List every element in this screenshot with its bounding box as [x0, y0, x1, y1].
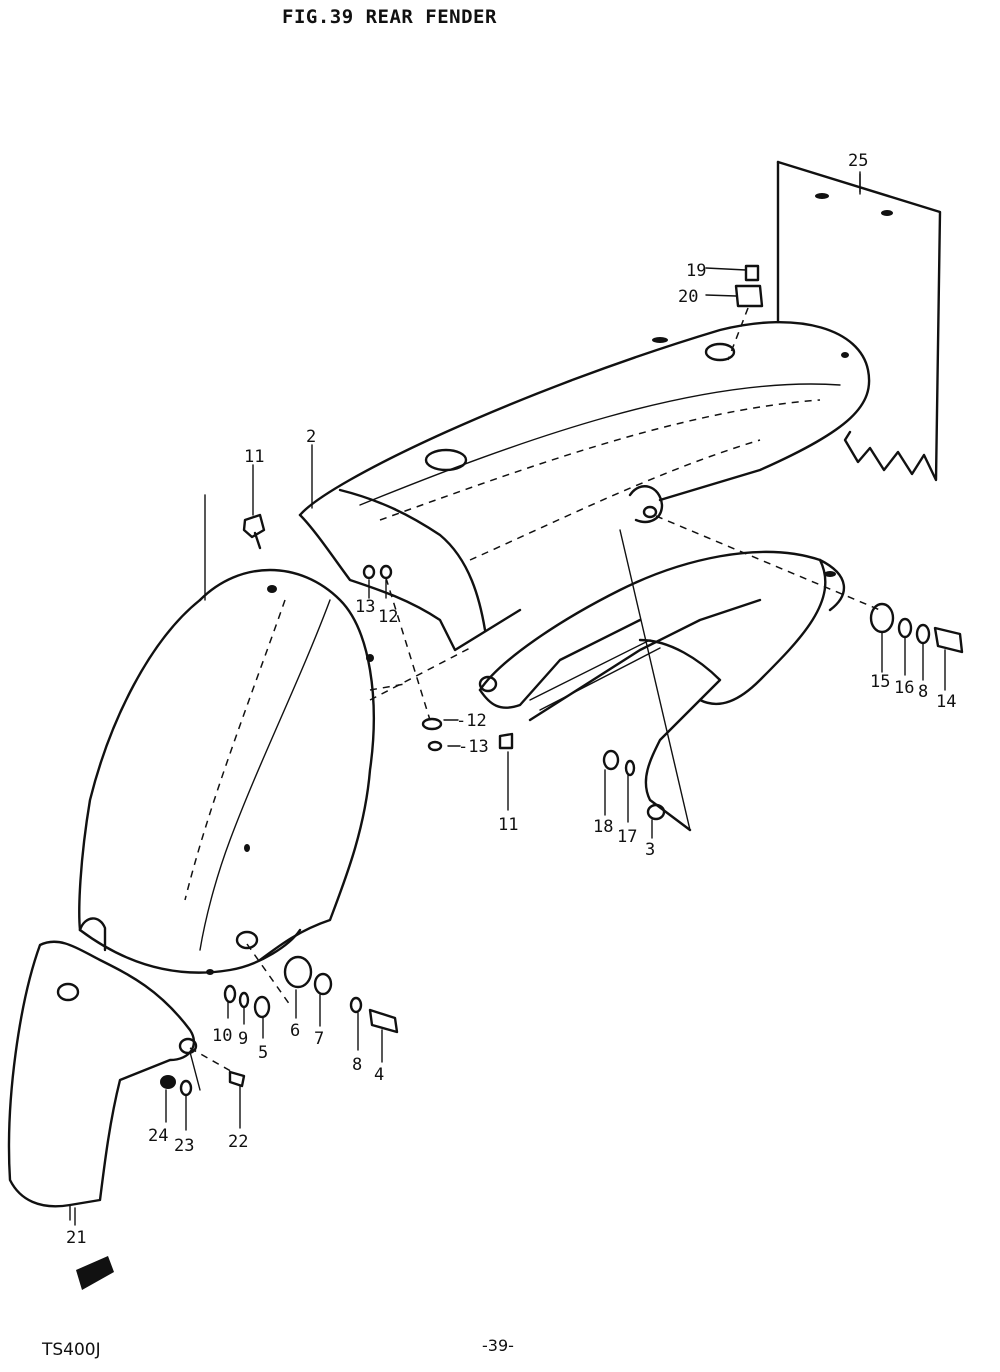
- callout-5: 5: [258, 1043, 268, 1063]
- page-number: -39-: [482, 1336, 514, 1355]
- callout-22: 22: [228, 1132, 248, 1152]
- callout-21: 21: [66, 1228, 86, 1248]
- callout-12-top: 12: [378, 607, 398, 627]
- callout-4: 4: [374, 1065, 384, 1085]
- callout-19: 19: [686, 261, 706, 281]
- callout-14: 14: [936, 692, 956, 712]
- callout-20: 20: [678, 287, 698, 307]
- callout-labels: 25 19 20 2 11 13 12 -12 -13 11 15 16 8 1…: [66, 151, 956, 1248]
- figure-title: FIG.39 REAR FENDER: [282, 6, 497, 28]
- mud-flap-plate: [776, 160, 942, 482]
- lower-flap: [7, 940, 198, 1221]
- callout-3: 3: [645, 840, 655, 860]
- callout-16: 16: [894, 678, 914, 698]
- callout-25: 25: [848, 151, 868, 171]
- hardware-parts: [76, 264, 964, 1290]
- callout-18: 18: [593, 817, 613, 837]
- callout-9: 9: [238, 1029, 248, 1049]
- callout-11-top: 11: [244, 447, 264, 467]
- leader-lines: [74, 171, 946, 1226]
- callout-13-lower: -13: [458, 737, 489, 757]
- callout-12-lower: -12: [456, 711, 487, 731]
- callout-8-right: 8: [918, 682, 928, 702]
- main-fender: [78, 494, 375, 975]
- callout-24: 24: [148, 1126, 168, 1146]
- callout-23: 23: [174, 1136, 194, 1156]
- callout-8-lower: 8: [352, 1055, 362, 1075]
- callout-17: 17: [617, 827, 637, 847]
- model-code: TS400J: [42, 1340, 101, 1360]
- callout-11-lower: 11: [498, 815, 518, 835]
- callout-2: 2: [306, 427, 316, 447]
- rear-fender-bracket: [478, 550, 846, 832]
- callout-15: 15: [870, 672, 890, 692]
- callout-6: 6: [290, 1021, 300, 1041]
- upper-rear-fender: [298, 320, 871, 652]
- callout-7: 7: [314, 1029, 324, 1049]
- callout-13-top: 13: [355, 597, 375, 617]
- callout-10: 10: [212, 1026, 232, 1046]
